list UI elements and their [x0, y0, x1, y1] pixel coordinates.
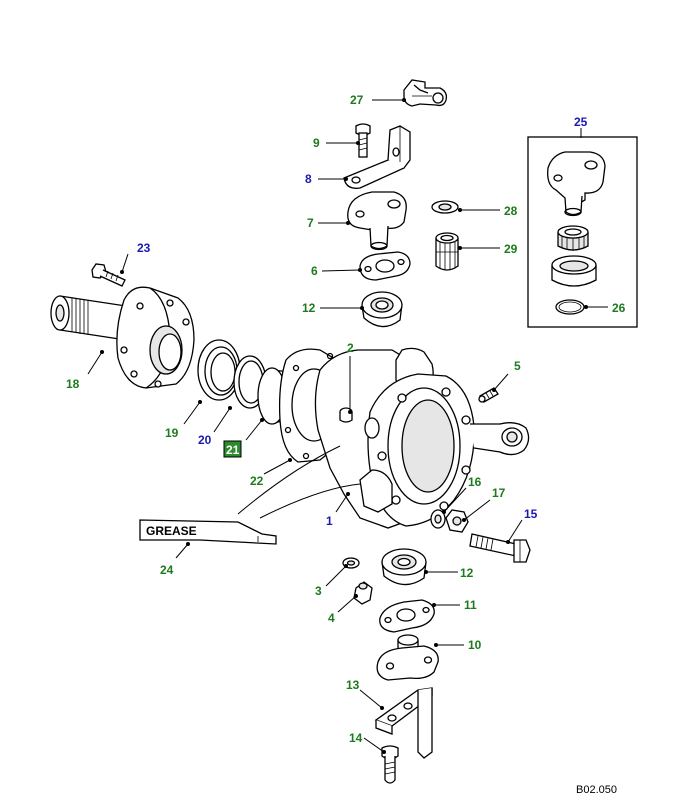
- label-4: 4: [328, 611, 335, 625]
- label-19: 19: [165, 426, 179, 440]
- label-21-highlight-box: [223, 440, 242, 458]
- part-14-bolt: [381, 745, 399, 784]
- part-10-lower-swivel-pin: [376, 634, 439, 681]
- part-23-bolt: [91, 263, 126, 287]
- label-12-bottom: 12: [460, 566, 474, 580]
- label-16: 16: [468, 475, 482, 489]
- part-12-bearing-bottom: [381, 548, 427, 586]
- label-18: 18: [66, 377, 80, 391]
- grease-tag-text: GREASE: [146, 524, 197, 538]
- part-4-plug: [353, 581, 373, 605]
- label-6: 6: [311, 264, 318, 278]
- part-17-nut: [445, 509, 469, 533]
- part-18-stub-axle: [50, 286, 195, 389]
- part-28-washer: [431, 200, 459, 214]
- part-27-clip: [403, 79, 448, 107]
- label-2: 2: [347, 341, 354, 355]
- part-19-seal-ring: [197, 339, 241, 401]
- reference-code: B02.050: [576, 784, 617, 796]
- leader-lines: [87, 98, 608, 754]
- part-8-bracket: [343, 125, 411, 189]
- part-2-plug: [339, 407, 353, 423]
- part-29-needle-bearing: [435, 232, 459, 271]
- label-11: 11: [464, 598, 477, 612]
- part-6-gasket: [359, 251, 411, 281]
- label-17: 17: [492, 486, 506, 500]
- grease-leader-lines: [237, 445, 361, 519]
- part-labels: 27 9 8 7 6 12 28 29 25 26 23 18 19 20 21…: [66, 93, 626, 745]
- label-21: 21: [226, 443, 240, 457]
- part-7-swivel-pin-housing: [347, 191, 407, 251]
- part-16-washer: [430, 509, 446, 529]
- label-10: 10: [468, 638, 482, 652]
- label-28: 28: [504, 204, 518, 218]
- label-23: 23: [137, 241, 151, 255]
- part-15-bolt: [469, 533, 531, 563]
- part-11-gasket: [379, 599, 435, 633]
- label-27: 27: [350, 93, 364, 107]
- label-12-top: 12: [302, 301, 316, 315]
- inset-box: [527, 136, 638, 328]
- label-25: 25: [574, 115, 588, 129]
- part-12-bearing-top: [361, 291, 403, 328]
- part-26-o-ring: [555, 299, 585, 315]
- grease-tag: GREASE: [139, 519, 277, 545]
- label-20: 20: [198, 433, 212, 447]
- part-25-upper-swivel-pin-assembly: [547, 151, 606, 287]
- label-5: 5: [514, 359, 521, 373]
- label-3: 3: [315, 584, 322, 598]
- label-15: 15: [524, 507, 538, 521]
- label-7: 7: [307, 216, 314, 230]
- part-9-bolt: [355, 123, 371, 158]
- label-22: 22: [250, 474, 264, 488]
- label-26: 26: [612, 301, 626, 315]
- label-9: 9: [313, 136, 320, 150]
- part-1-swivel-pin-housing: [314, 347, 530, 529]
- part-13-bracket: [374, 687, 433, 759]
- label-24: 24: [160, 563, 174, 577]
- label-29: 29: [504, 242, 518, 256]
- label-1: 1: [326, 514, 333, 528]
- label-13: 13: [346, 678, 360, 692]
- label-14: 14: [349, 731, 363, 745]
- label-8: 8: [305, 172, 312, 186]
